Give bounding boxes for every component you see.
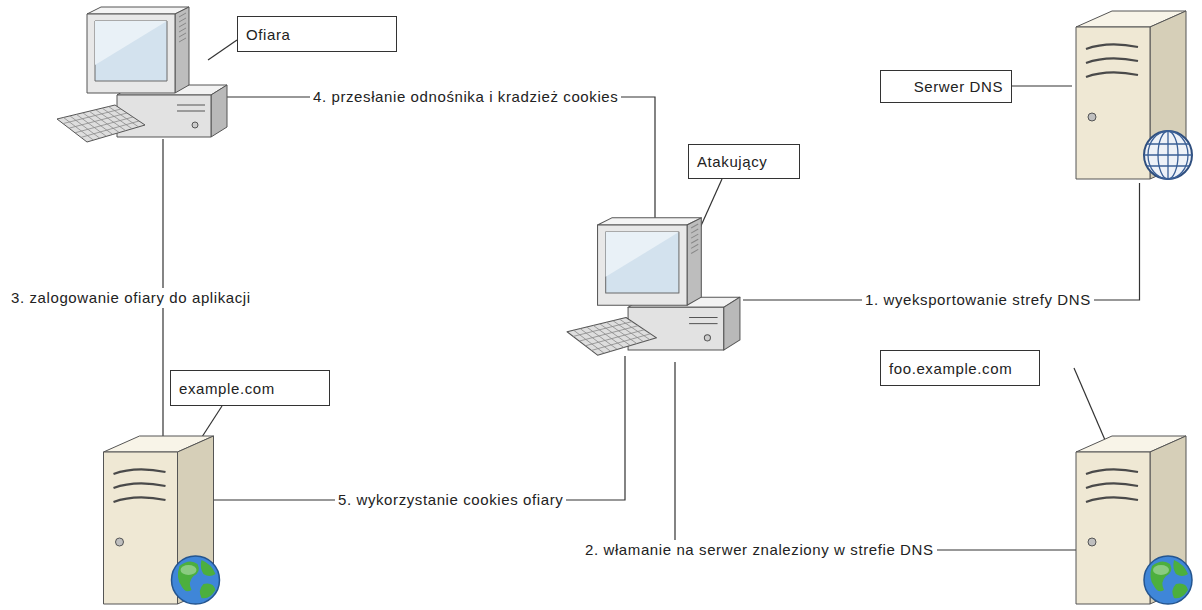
server-icon [1068, 430, 1198, 608]
host-label: example.com [179, 380, 275, 397]
label-box: Atakujący [688, 144, 800, 179]
leader-line [700, 179, 722, 228]
step-label: 4. przesłanie odnośnika i kradzież cooki… [310, 87, 621, 107]
network-host: example.com [93, 370, 330, 608]
host-label: foo.example.com [889, 360, 1012, 377]
step-label: 1. wyeksportowanie strefy DNS [862, 290, 1094, 310]
leader-line [1012, 85, 1072, 86]
computer-icon [565, 212, 743, 362]
network-host: Atakujący [565, 144, 800, 362]
leader-line [1074, 368, 1105, 440]
server-icon [1068, 5, 1198, 183]
step-label: 3. zalogowanie ofiary do aplikacji [8, 288, 254, 308]
host-label: Ofiara [246, 26, 290, 43]
label-box: foo.example.com [880, 350, 1040, 386]
label-box: Ofiara [237, 16, 397, 52]
server-icon [93, 430, 228, 608]
host-label: Atakujący [697, 153, 767, 170]
network-host: foo.example.com [880, 350, 1198, 608]
network-host: Serwer DNS [880, 5, 1198, 183]
label-box: example.com [170, 370, 330, 406]
connector-line [226, 97, 655, 218]
step-label: 5. wykorzystanie cookies ofiary [335, 490, 566, 510]
label-box: Serwer DNS [880, 70, 1012, 103]
host-label: Serwer DNS [914, 78, 1003, 95]
connector-line [743, 183, 1140, 300]
leader-line [208, 40, 237, 60]
computer-icon [55, 5, 230, 145]
step-label: 2. włamanie na serwer znaleziony w stref… [582, 540, 937, 560]
network-host: Ofiara [55, 5, 397, 145]
leader-line [200, 406, 222, 440]
connector-line [675, 362, 1076, 550]
